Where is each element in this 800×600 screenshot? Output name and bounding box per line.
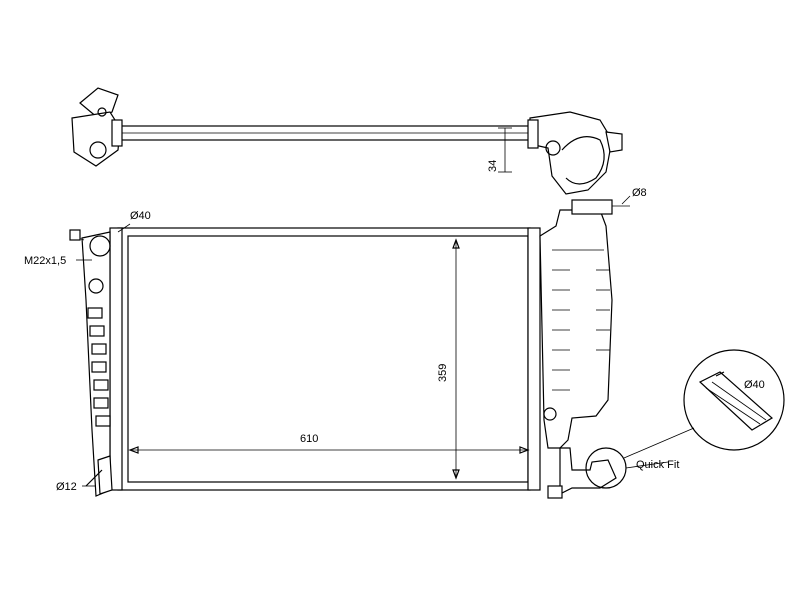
radiator-core bbox=[109, 227, 541, 491]
dimension-610: 610 bbox=[300, 433, 318, 445]
quick-fit-detail bbox=[585, 349, 785, 489]
top-view-assembly: 34 bbox=[71, 87, 623, 195]
callout-leaders bbox=[76, 195, 631, 487]
drain-diameter-label: Ø12 bbox=[56, 481, 77, 493]
bleed-diameter-label: Ø8 bbox=[632, 187, 647, 199]
right-tank bbox=[539, 199, 630, 499]
detail-diameter-label: Ø40 bbox=[744, 379, 765, 391]
core-dimensions: 610 359 bbox=[128, 238, 530, 480]
left-tank bbox=[69, 229, 113, 497]
thread-label: M22x1,5 bbox=[24, 255, 66, 267]
quick-fit-label: Quick Fit bbox=[636, 459, 679, 471]
tank-graduations bbox=[552, 269, 610, 391]
dimension-359: 359 bbox=[437, 364, 449, 382]
inlet-diameter-label: Ø40 bbox=[130, 210, 151, 222]
dimension-34: 34 bbox=[487, 160, 499, 172]
